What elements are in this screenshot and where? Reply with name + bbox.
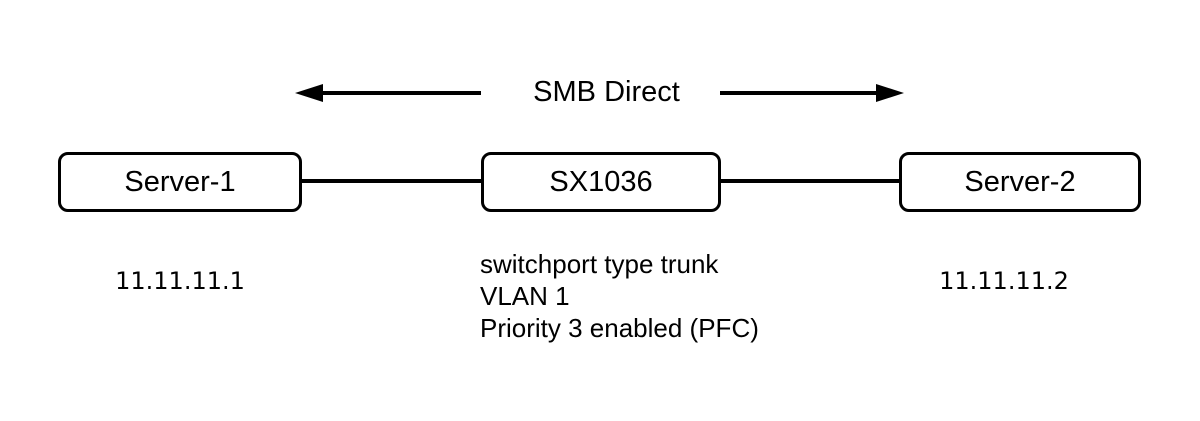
switch-config: switchport type trunk VLAN 1 Priority 3 … xyxy=(480,248,759,344)
switch-config-line-trunk: switchport type trunk xyxy=(480,249,719,279)
smb-direct-label: SMB Direct xyxy=(533,76,680,108)
link-switch-server2 xyxy=(720,179,900,183)
switch-config-line-vlan: VLAN 1 xyxy=(480,281,570,311)
link-server1-switch xyxy=(301,179,482,183)
switch-config-line-priority: Priority 3 enabled (PFC) xyxy=(480,313,759,343)
server-1-label: Server-1 xyxy=(124,165,236,198)
server-2-node: Server-2 xyxy=(899,152,1141,212)
server-2-label: Server-2 xyxy=(964,165,1076,198)
server-1-ip: 11.11.11.1 xyxy=(115,267,245,295)
right-arrow-icon xyxy=(720,84,904,102)
left-arrow-icon xyxy=(295,84,481,102)
server-1-node: Server-1 xyxy=(58,152,302,212)
switch-node: SX1036 xyxy=(481,152,721,212)
switch-label: SX1036 xyxy=(549,165,653,198)
server-2-ip: 11.11.11.2 xyxy=(939,267,1069,295)
